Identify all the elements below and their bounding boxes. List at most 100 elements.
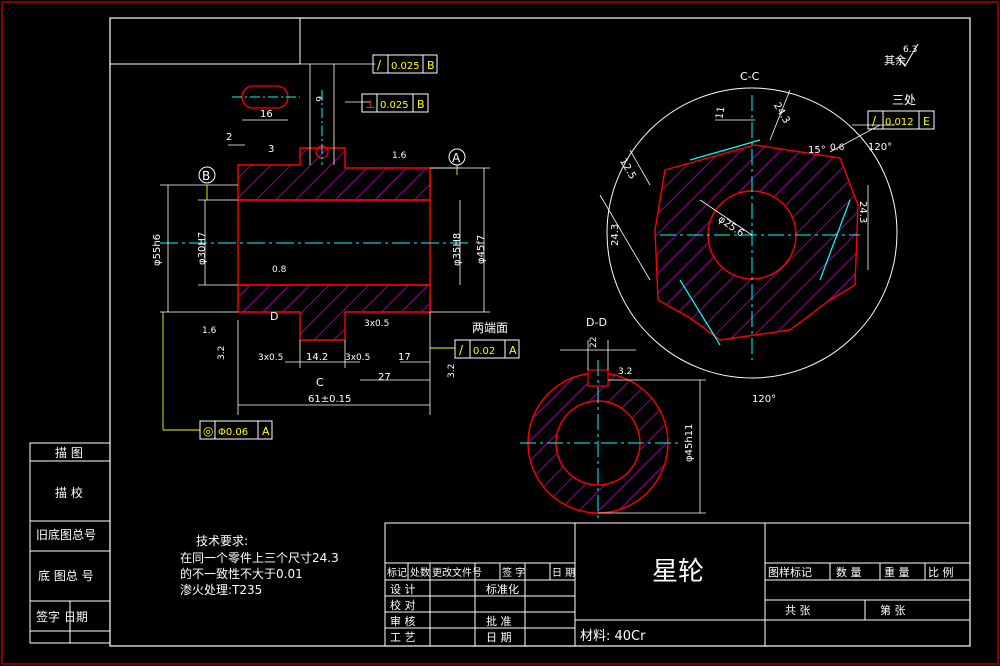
dim-dia-right2: φ45f7: [476, 235, 487, 264]
svg-text:0.025: 0.025: [380, 100, 409, 111]
section-cc-label: C-C: [740, 70, 760, 83]
svg-text:/: /: [459, 343, 464, 357]
dd-dimension-lines: [560, 340, 706, 514]
front-datum-lines: [162, 165, 458, 431]
left-table-row-4: 底 图总 号: [38, 568, 94, 583]
dim-dd-dia: φ45h11: [684, 424, 695, 462]
dim-3x0-5-b: 3x0.5: [345, 353, 370, 363]
dim-dia-bore: φ30H7: [197, 232, 208, 265]
dim-120-top: 120°: [868, 142, 892, 153]
label-both-faces: 两端面: [472, 321, 508, 335]
svg-text:A: A: [262, 425, 270, 438]
dim-24-3-right: 24.3: [857, 201, 868, 223]
tb-mark: 标记: [387, 567, 407, 579]
tb-count: 处数: [410, 566, 430, 579]
left-table-row-3: 旧底图总号: [36, 527, 96, 542]
dim-17: 17: [398, 352, 411, 363]
roughness-1-6-top: 1.6: [392, 151, 407, 161]
tb-design: 设 计: [390, 583, 416, 596]
tb-weight: 重 量: [884, 565, 910, 579]
dim-0-6: 0.6: [830, 143, 845, 153]
dim-2: 2: [226, 132, 232, 143]
svg-text:E: E: [923, 115, 930, 128]
svg-text:0.025: 0.025: [391, 61, 420, 72]
dim-120-bottom: 120°: [752, 394, 776, 405]
tb-date: 日 期: [486, 631, 512, 644]
dim-dia-outer: φ55h6: [152, 234, 163, 266]
dim-24-3-top: 24.3: [771, 101, 792, 126]
tolerance-frame-3: / 0.012 E: [867, 110, 935, 130]
roughness-3-2-left: 3.2: [217, 346, 227, 360]
tb-stage: 图样标记: [768, 565, 812, 579]
cc-dimension-lines: [599, 89, 895, 281]
tb-total-sheets: 共 张: [785, 604, 811, 617]
tb-standard: 标准化: [486, 582, 519, 596]
tb-scale: 比 例: [928, 565, 954, 579]
dim-22: 22: [589, 337, 599, 348]
rest-finish-label: 其余: [884, 53, 906, 67]
left-signature-table: [29, 442, 111, 644]
datum-a-marker: [448, 148, 466, 166]
roughness-1-6-left: 1.6: [202, 326, 217, 336]
tolerance-frame-5: ◎ Φ0.06 A: [199, 420, 273, 440]
left-table-row-1: 描 图: [55, 446, 83, 460]
rest-finish-value: 6.3: [903, 45, 917, 55]
tb-change-doc: 更改文件号: [432, 566, 482, 579]
tb-approve: 批 准: [486, 614, 512, 628]
dim-14-2: 14.2: [306, 352, 328, 363]
section-dd-label: D-D: [586, 316, 607, 329]
dim-27: 27: [378, 372, 391, 383]
datum-b-label: B: [202, 169, 210, 183]
tech-req-line-3: 渗火处理:T235: [180, 582, 262, 597]
dim-3x0-5-c: 3x0.5: [364, 319, 389, 329]
code-box: [110, 18, 301, 65]
datum-b-marker: [198, 166, 216, 184]
svg-text:0.02: 0.02: [473, 346, 495, 357]
dim-3x0-5-a: 3x0.5: [258, 353, 283, 363]
tolerance-frame-2: ⊥ 0.025 B: [361, 93, 429, 113]
svg-text:A: A: [509, 344, 517, 357]
dim-6: 6: [313, 96, 323, 102]
dim-dia-right: φ35H8: [452, 233, 463, 266]
left-table-row-2: 描 校: [55, 485, 83, 500]
svg-text:⊥: ⊥: [365, 97, 375, 111]
svg-text:Φ0.06: Φ0.06: [218, 427, 248, 438]
tb-process: 工 艺: [390, 631, 416, 644]
tb-sheet-no: 第 张: [880, 603, 906, 617]
cc-outer-arc: [606, 87, 898, 379]
svg-text:/: /: [377, 58, 382, 72]
svg-text:◎: ◎: [203, 424, 213, 438]
dim-d-label: D: [270, 310, 278, 323]
tech-req-heading: 技术要求:: [196, 534, 248, 548]
dim-c-label: C: [316, 376, 324, 389]
dim-11: 11: [714, 106, 727, 120]
tech-req-line-1: 在同一个零件上三个尺寸24.3: [180, 551, 339, 565]
title-material: 材料: 40Cr: [580, 629, 646, 644]
svg-text:/: /: [872, 114, 877, 128]
tb-sign: 签 字: [502, 566, 525, 579]
front-section-bottom: [237, 284, 431, 341]
tb-check: 校 对: [390, 598, 416, 612]
svg-text:B: B: [427, 59, 435, 72]
title-block-grid: [384, 522, 971, 647]
tech-req-line-2: 的不一致性不大于0.01: [180, 566, 303, 581]
dim-24-3-left: 24.3: [610, 224, 621, 246]
svg-text:0.012: 0.012: [885, 117, 914, 128]
tb-review: 审 核: [390, 614, 416, 628]
roughness-0-8: 0.8: [272, 265, 287, 275]
left-table-row-5: 签字 日期: [36, 609, 88, 624]
dim-16: 16: [260, 109, 273, 120]
tolerance-frame-4: / 0.02 A: [454, 339, 520, 359]
tb-date-head: 日 期: [552, 567, 575, 579]
label-three-places: 三处: [892, 93, 916, 107]
rest-finish-symbol: [897, 43, 919, 67]
datum-a-label: A: [452, 151, 461, 165]
roughness-3-2-right: 3.2: [447, 364, 457, 378]
dim-15-deg: 15°: [808, 145, 826, 156]
front-dimension-lines: [160, 63, 490, 415]
dim-3: 3: [268, 144, 274, 155]
tb-qty: 数 量: [836, 566, 862, 579]
dim-12-5: 12.5: [617, 157, 638, 182]
